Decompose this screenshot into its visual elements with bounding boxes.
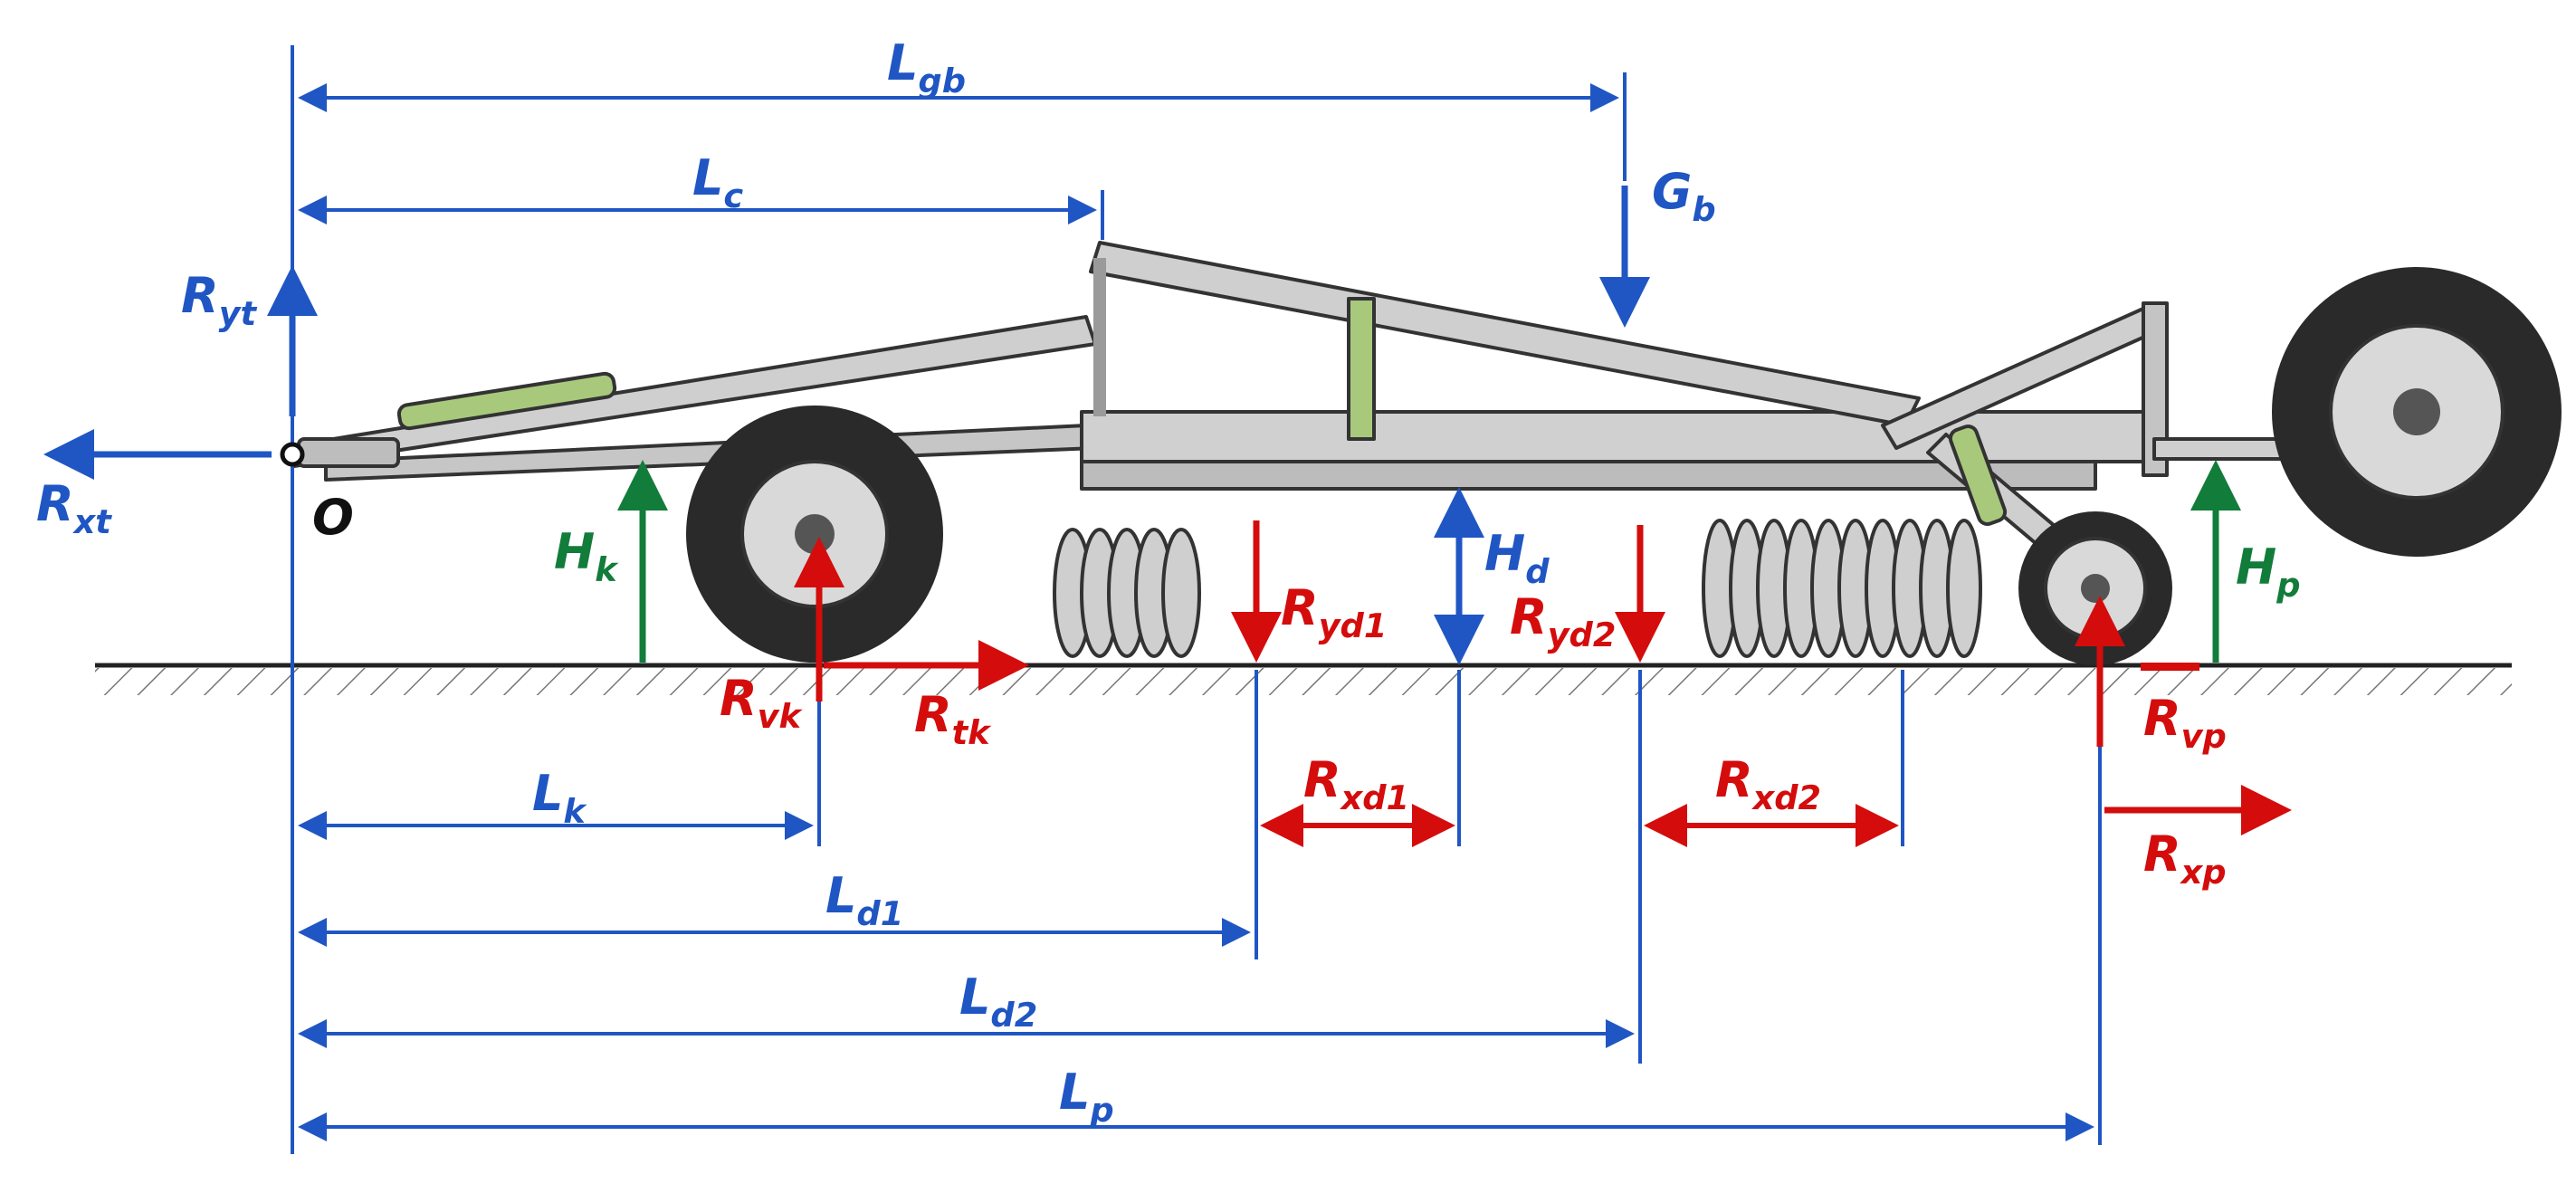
label-G-b: Gb — [1652, 163, 1716, 229]
label-R-xt: Rxt — [36, 475, 112, 541]
origin-point — [280, 442, 305, 467]
support-contact-patch — [2141, 663, 2199, 671]
support-wheel — [2018, 511, 2172, 665]
label-L-gb: Lgb — [887, 34, 966, 100]
label-R-xd1: Rxd1 — [1303, 751, 1409, 817]
label-R-xp: Rxp — [2143, 826, 2227, 892]
label-L-k: Lk — [532, 765, 587, 831]
label-R-yd1: Ryd1 — [1281, 579, 1387, 645]
dim-R-xd2 — [1638, 670, 1904, 1064]
hydraulic-cylinder-front — [396, 371, 617, 431]
label-L-c: Lc — [692, 149, 743, 215]
label-R-tk: Rtk — [914, 686, 992, 752]
label-H-d: Hd — [1484, 525, 1550, 591]
harrow-machine — [292, 241, 2310, 599]
label-origin: O — [312, 489, 354, 546]
label-R-yt: Ryt — [181, 267, 258, 333]
label-H-p: Hp — [2236, 539, 2301, 605]
dim-L-gb — [298, 72, 1627, 181]
label-R-xd2: Rxd2 — [1715, 751, 1821, 817]
disc-gang-front — [1053, 528, 1201, 658]
truss-strut — [1347, 297, 1376, 441]
main-frame — [1080, 410, 2151, 463]
transport-wheel — [686, 406, 943, 663]
ground — [95, 663, 2512, 695]
label-L-d2: Ld2 — [959, 969, 1037, 1035]
dim-L-c — [298, 190, 1104, 240]
disc-gang-rear — [1702, 519, 1982, 658]
label-R-yd2: Ryd2 — [1510, 588, 1616, 654]
hydraulic-cylinder-rear — [1948, 425, 2008, 526]
label-L-p: Lp — [1059, 1064, 1114, 1130]
main-frame-lower — [1080, 460, 2097, 491]
label-H-k: Hk — [554, 523, 619, 589]
label-R-vk: Rvk — [720, 670, 804, 736]
rear-wheel — [2272, 267, 2562, 557]
upper-truss — [1089, 241, 1921, 427]
hitch — [297, 437, 400, 468]
dim-R-xd1 — [1255, 670, 1461, 847]
label-R-vp: Rvp — [2143, 690, 2227, 756]
label-L-d1: Ld1 — [825, 867, 903, 933]
